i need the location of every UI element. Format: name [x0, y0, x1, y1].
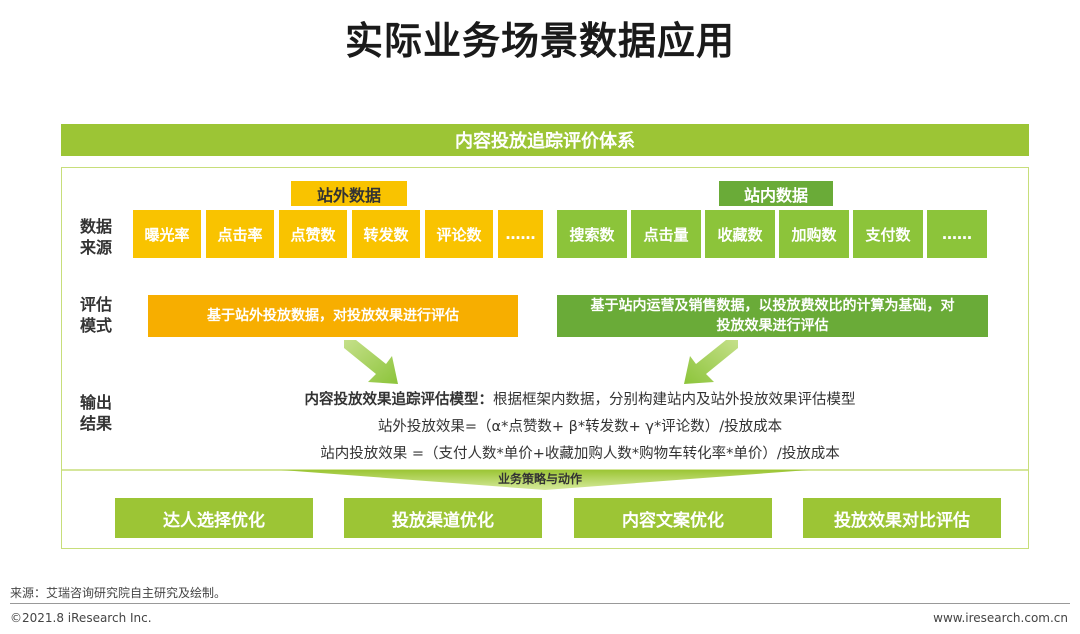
- label-eval-mode: 评估 模式: [80, 294, 124, 336]
- system-banner: 内容投放追踪评价体系: [61, 124, 1029, 156]
- page-title: 实际业务场景数据应用: [344, 19, 735, 63]
- strategy-title: 业务策略与动作: [497, 472, 582, 486]
- chip-searches: 搜索数: [557, 210, 627, 258]
- copyright: ©2021.8 iResearch Inc.: [10, 611, 152, 625]
- arrow-down-right-icon: [344, 340, 398, 384]
- chip-clicks: 点击量: [631, 210, 701, 258]
- onsite-formula: 站内投放效果 =（支付人数*单价+收藏加购人数*购物车转化率*单价）/投放成本: [320, 446, 840, 462]
- chip-add-to-cart: 加购数: [779, 210, 849, 258]
- action-channel-optimization: 投放渠道优化: [344, 498, 542, 538]
- chip-payments: 支付数: [853, 210, 923, 258]
- chip-offsite-more: ……: [498, 210, 543, 258]
- chip-favorites: 收藏数: [705, 210, 775, 258]
- onsite-data-title: 站内数据: [719, 181, 833, 206]
- label-eval-mode-line1: 评估: [80, 295, 113, 314]
- offsite-formula: 站外投放效果=（α*点赞数+ β*转发数+ γ*评论数）/投放成本: [377, 419, 783, 435]
- label-data-source-line2: 来源: [80, 238, 113, 257]
- footer-divider: [10, 603, 1070, 604]
- diagram-frame: [61, 167, 1029, 549]
- model-title: 内容投放效果追踪评估模型：: [304, 392, 494, 408]
- offsite-eval-box: 基于站外投放数据，对投放效果进行评估: [148, 295, 518, 337]
- source-note: 来源：艾瑞咨询研究院自主研究及绘制。: [10, 586, 227, 600]
- action-copy-optimization: 内容文案优化: [574, 498, 772, 538]
- arrow-down-left-icon: [684, 340, 738, 384]
- chip-exposure-rate: 曝光率: [133, 210, 201, 258]
- label-data-source-line1: 数据: [80, 217, 113, 236]
- onsite-eval-line2: 投放效果进行评估: [716, 318, 829, 334]
- model-text: 根据框架内数据，分别构建站内及站外投放效果评估模型: [493, 392, 856, 408]
- chip-click-rate: 点击率: [206, 210, 274, 258]
- strategy-divider: [61, 469, 1029, 490]
- onsite-eval-box: 基于站内运营及销售数据，以投放费效比的计算为基础，对 投放效果进行评估: [557, 295, 988, 337]
- label-output-line2: 结果: [80, 414, 113, 433]
- label-output: 输出 结果: [80, 392, 124, 434]
- label-data-source: 数据 来源: [80, 216, 124, 258]
- action-effect-comparison: 投放效果对比评估: [803, 498, 1001, 538]
- chip-comments: 评论数: [425, 210, 493, 258]
- onsite-eval-line1: 基于站内运营及销售数据，以投放费效比的计算为基础，对: [590, 298, 955, 314]
- chip-likes: 点赞数: [279, 210, 347, 258]
- model-description: 内容投放效果追踪评估模型：根据框架内数据，分别构建站内及站外投放效果评估模型: [150, 388, 1010, 409]
- label-output-line1: 输出: [80, 393, 113, 412]
- action-influencer-selection: 达人选择优化: [115, 498, 313, 538]
- website-link[interactable]: www.iresearch.com.cn: [933, 611, 1068, 625]
- chip-onsite-more: ……: [927, 210, 987, 258]
- chip-shares: 转发数: [352, 210, 420, 258]
- label-eval-mode-line2: 模式: [80, 316, 113, 335]
- offsite-data-title: 站外数据: [291, 181, 407, 206]
